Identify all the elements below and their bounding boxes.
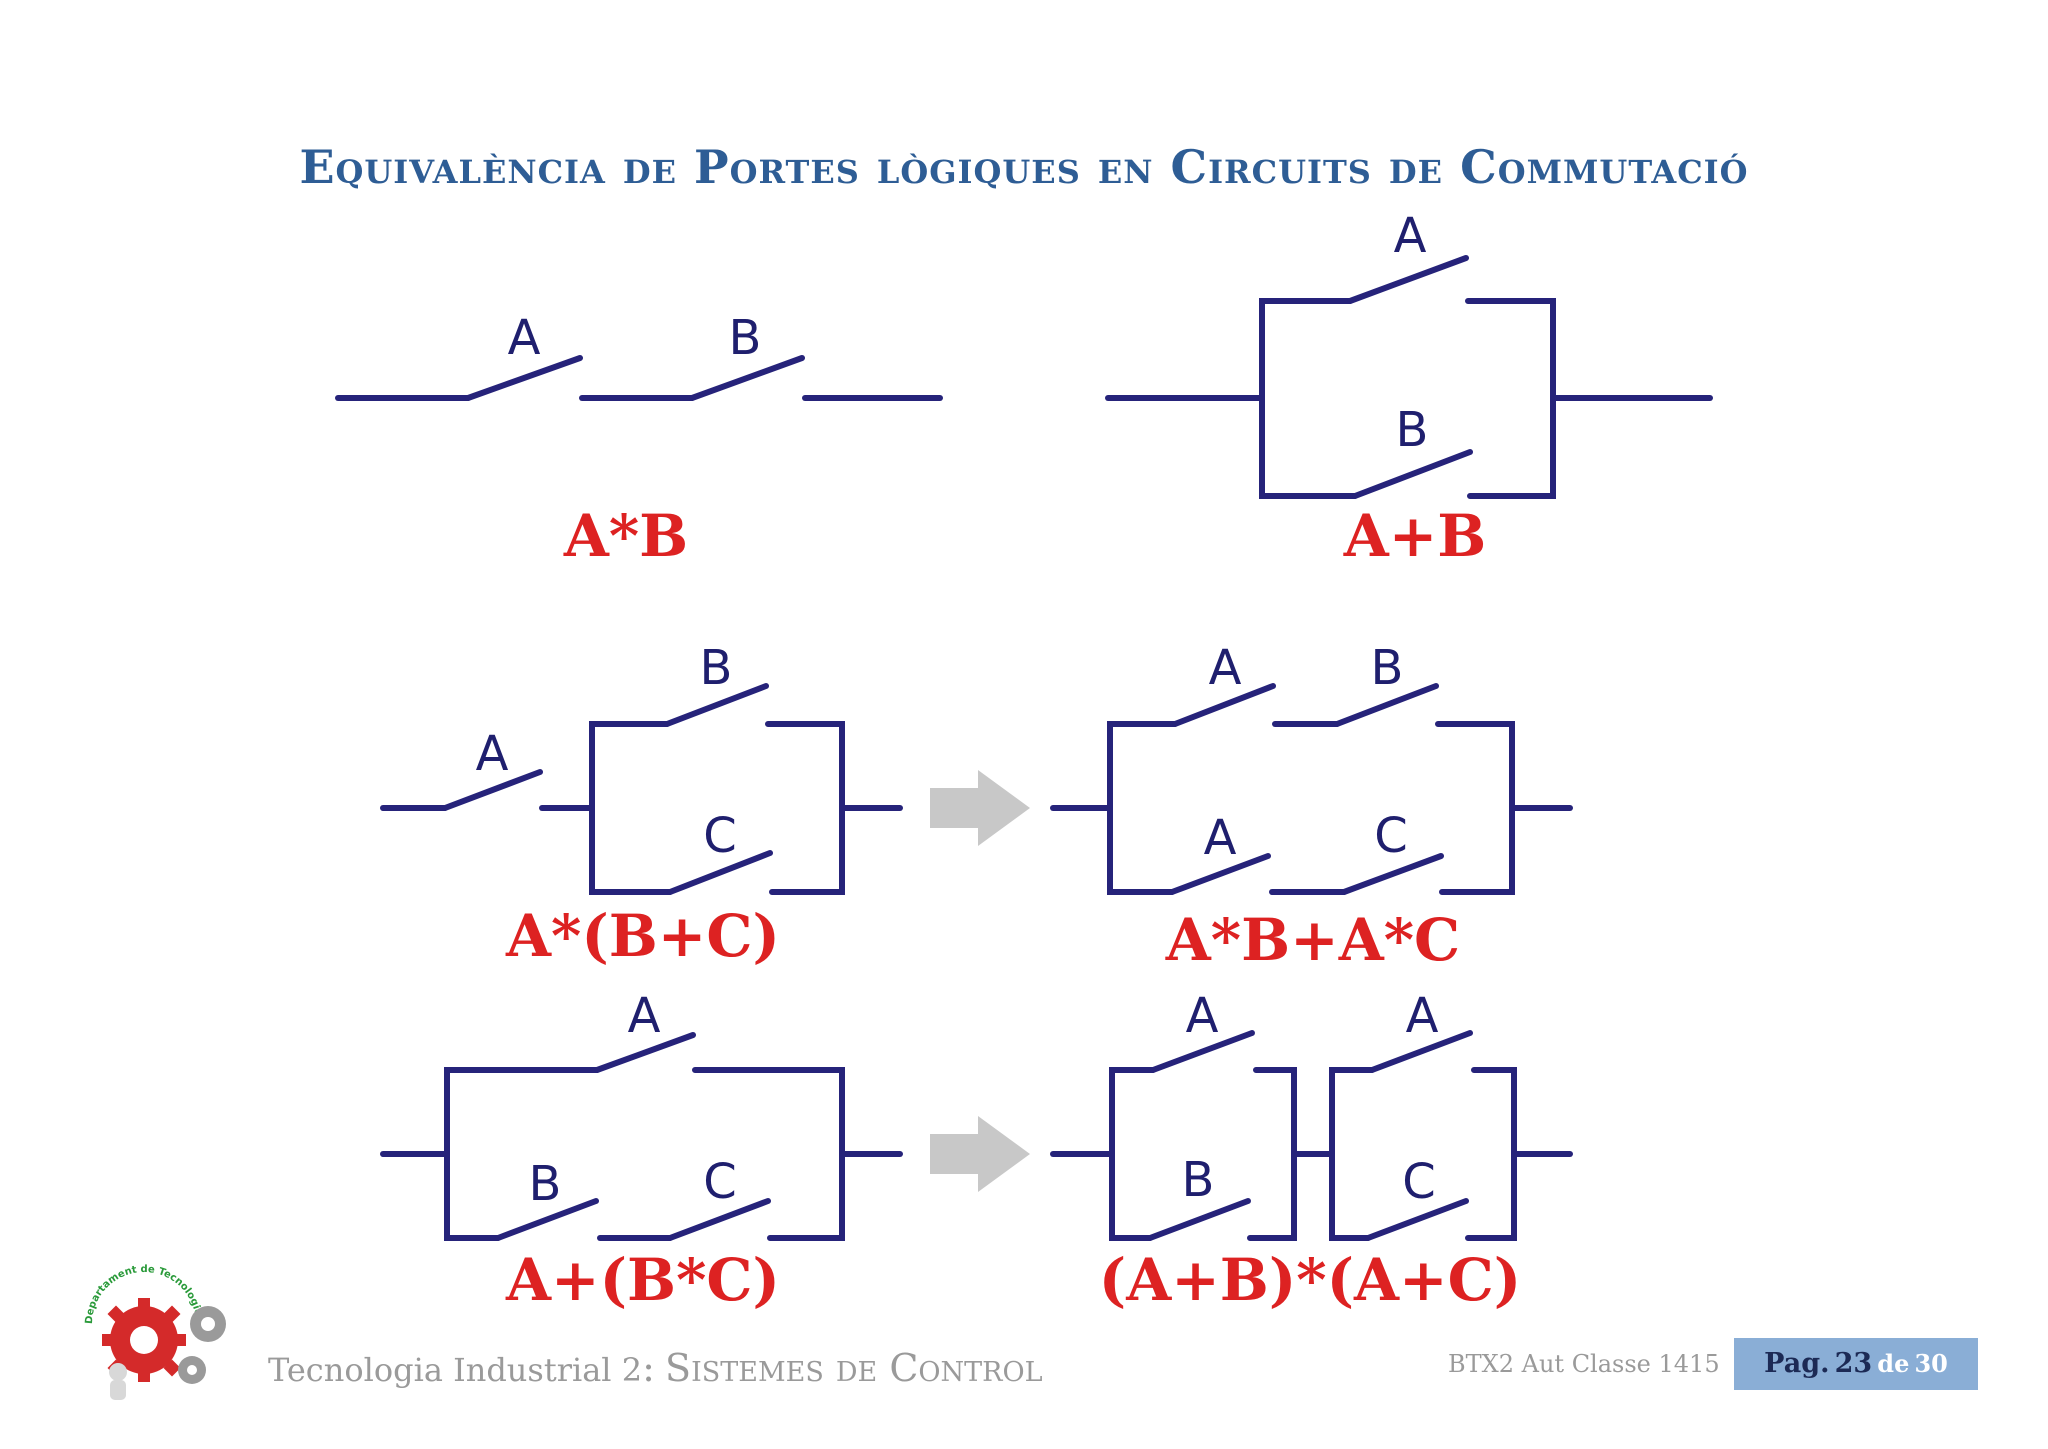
switch-label: B [1371,640,1404,696]
expression-label: A+B [1343,502,1487,570]
gears-logo-icon: Departament de Tecnologies [84,1264,226,1400]
parallel-circuit: A B A+B [1105,208,1713,570]
topic-text: Sistemes de Control [665,1346,1043,1390]
switch-label: C [1402,1154,1436,1210]
switch-label: B [529,1156,562,1212]
switch-label: A [508,310,541,366]
expression-label: A+(B*C) [505,1246,780,1314]
switch-label: B [1396,402,1429,458]
page-number: 23 [1834,1348,1873,1379]
switch-label: A [628,988,661,1044]
switch-label: A [1204,810,1237,866]
expression-label: A*B+A*C [1165,906,1460,974]
expression-label: A*B [563,502,688,570]
switch-label: B [700,640,733,696]
distributive-and-right-circuit: A B A C A*B+A*C [1050,640,1573,974]
switch-label: A [1186,988,1219,1044]
switch-label: A [1209,640,1242,696]
arrow-right-icon [930,1116,1030,1192]
distributive-or-left-circuit: A B C A+(B*C) [380,988,903,1314]
page-title: Equivalència de Portes lògiques en Circu… [299,140,1749,194]
switch-label: C [703,808,737,864]
switch-label: A [1394,208,1427,264]
expression-label: A*(B+C) [505,902,780,970]
switch-label: C [1374,808,1408,864]
distributive-or-right-circuit: A B A C (A+B)*(A+C) [1050,988,1573,1314]
distributive-and-left-circuit: A B C A*(B+C) [380,640,903,970]
expression-label: (A+B)*(A+C) [1099,1246,1521,1314]
switch-label: C [703,1154,737,1210]
subject-colon: : [642,1346,655,1390]
switch-label: A [1406,988,1439,1044]
switch-label: A [476,726,509,782]
page-number-badge: Pag. 23 de 30 [1734,1338,1978,1390]
class-code: BTX2 Aut Classe 1415 [1448,1350,1720,1378]
arrow-right-icon [930,770,1030,846]
subject-text: Tecnologia Industrial 2 [268,1351,643,1389]
series-circuit: A B A*B [335,310,943,570]
switch-label: B [1182,1152,1215,1208]
page-total: 30 [1914,1349,1948,1378]
switch-label: B [729,310,762,366]
page-of: de [1877,1349,1910,1378]
page-prefix: Pag. [1764,1348,1830,1379]
footer-subject: Tecnologia Industrial 2: Sistemes de Con… [268,1346,1043,1390]
